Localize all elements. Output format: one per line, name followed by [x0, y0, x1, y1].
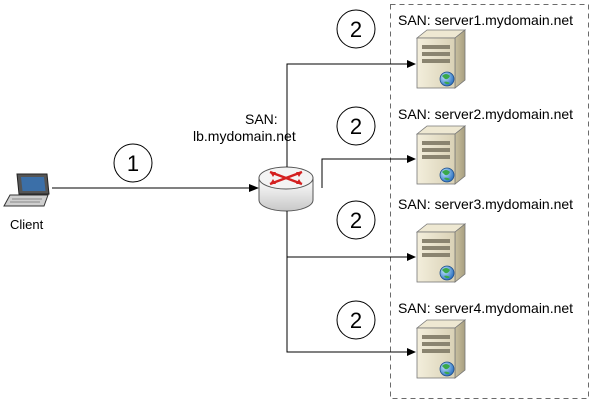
laptop-icon: [3, 173, 50, 207]
lb-to-servers-connectors: [286, 63, 415, 353]
step-2-number: 2: [350, 208, 362, 233]
step-1-number: 1: [127, 151, 139, 176]
step-2-circle: [336, 9, 376, 49]
step-2-circle: [336, 200, 376, 240]
server-1-icon: [415, 29, 467, 89]
step-2-number: 2: [350, 114, 362, 139]
server-1-label: SAN: server1.mydomain.net: [398, 12, 573, 28]
server-group-border: [390, 4, 589, 399]
lb-san-label: SAN:: [245, 111, 278, 127]
step-2-circle: [336, 300, 376, 340]
server-2-icon: [415, 125, 467, 185]
server-3-icon: [415, 223, 467, 283]
step-1-circle: [113, 143, 153, 183]
lb-hostname-label: lb.mydomain.net: [193, 128, 296, 144]
lb-to-server-arrowheads: [407, 60, 416, 356]
step-2-number: 2: [350, 308, 362, 333]
client-label: Client: [10, 217, 44, 232]
step-2-number: 2: [350, 17, 362, 42]
server-2-label: SAN: server2.mydomain.net: [398, 106, 573, 122]
server-4-icon: [415, 319, 467, 379]
step-2-circle: [336, 106, 376, 146]
router-icon: [258, 166, 314, 212]
server-4-label: SAN: server4.mydomain.net: [398, 300, 573, 316]
server-3-label: SAN: server3.mydomain.net: [398, 196, 573, 212]
